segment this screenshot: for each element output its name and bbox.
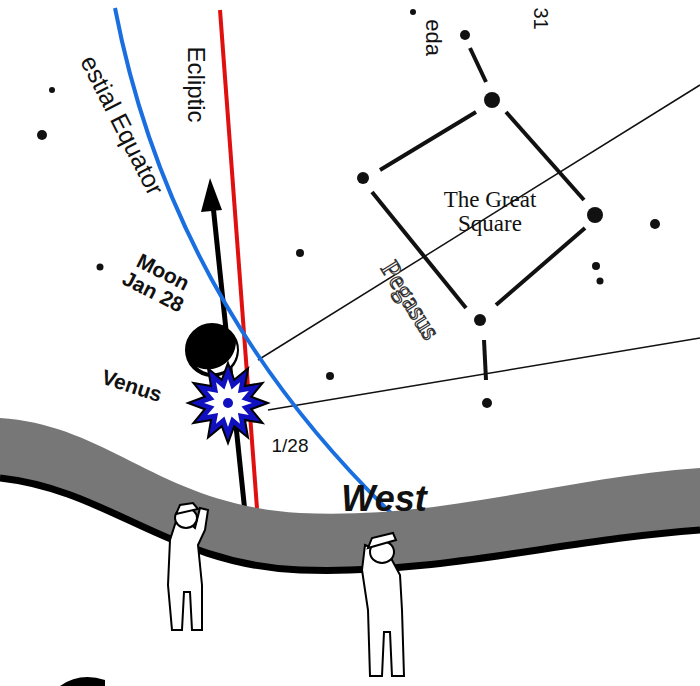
sight-line (258, 85, 700, 360)
date-label: 1/28 (272, 436, 309, 456)
observer-figure (168, 503, 208, 630)
star-center (223, 398, 233, 408)
star-burst (188, 363, 268, 443)
arrow-head (201, 178, 222, 212)
asterism-lines (372, 48, 585, 380)
moon-label: Moon Jan 28 (112, 244, 203, 320)
line-label: Ecliptic (183, 47, 208, 123)
object-name: 31 (530, 7, 551, 29)
asterism-name: The Great Square (435, 188, 545, 236)
horizon-line (0, 478, 700, 570)
observer-figure (362, 533, 404, 676)
constellation-name: eda (421, 20, 444, 57)
planet-label: Venus (99, 366, 165, 406)
line-label: estial Equator (76, 51, 169, 199)
horizon-ground (0, 418, 700, 570)
venus-symbol (188, 363, 268, 443)
star-burst (204, 379, 252, 427)
figure-fragment (60, 677, 105, 686)
direction-label: West (341, 480, 426, 518)
sight-line (268, 338, 700, 410)
stars (37, 9, 660, 408)
